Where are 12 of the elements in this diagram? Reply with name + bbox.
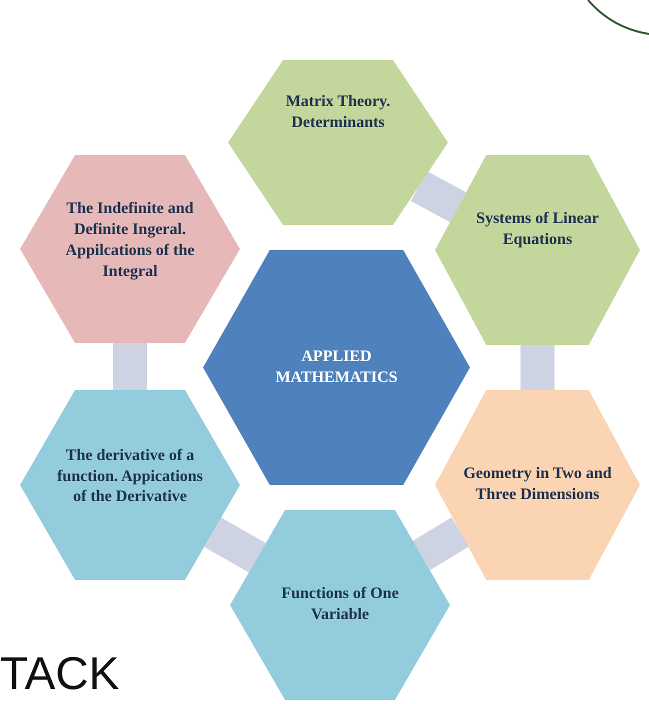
hexagon-label: Systems of Linear Equations xyxy=(475,209,600,250)
hexagon-label: APPLIED MATHEMATICS xyxy=(274,346,399,388)
hexagon-label: Matrix Theory. Determinants xyxy=(284,92,392,132)
connector-band xyxy=(204,517,266,573)
hexagon-label: Functions of One Variable xyxy=(280,584,400,625)
hexagon-label: Geometry in Two and Three Dimensions xyxy=(462,464,612,505)
connector-band xyxy=(113,343,147,390)
partial-heading: TACK xyxy=(0,650,120,696)
hexagon-label: The Indefinite and Definite Ingeral. Appilcations of the Integral xyxy=(64,199,196,282)
hexagon-label: The derivative of a function. Appications of the Derivative xyxy=(56,446,204,508)
connector-band xyxy=(412,517,470,570)
connector-band xyxy=(520,345,554,390)
